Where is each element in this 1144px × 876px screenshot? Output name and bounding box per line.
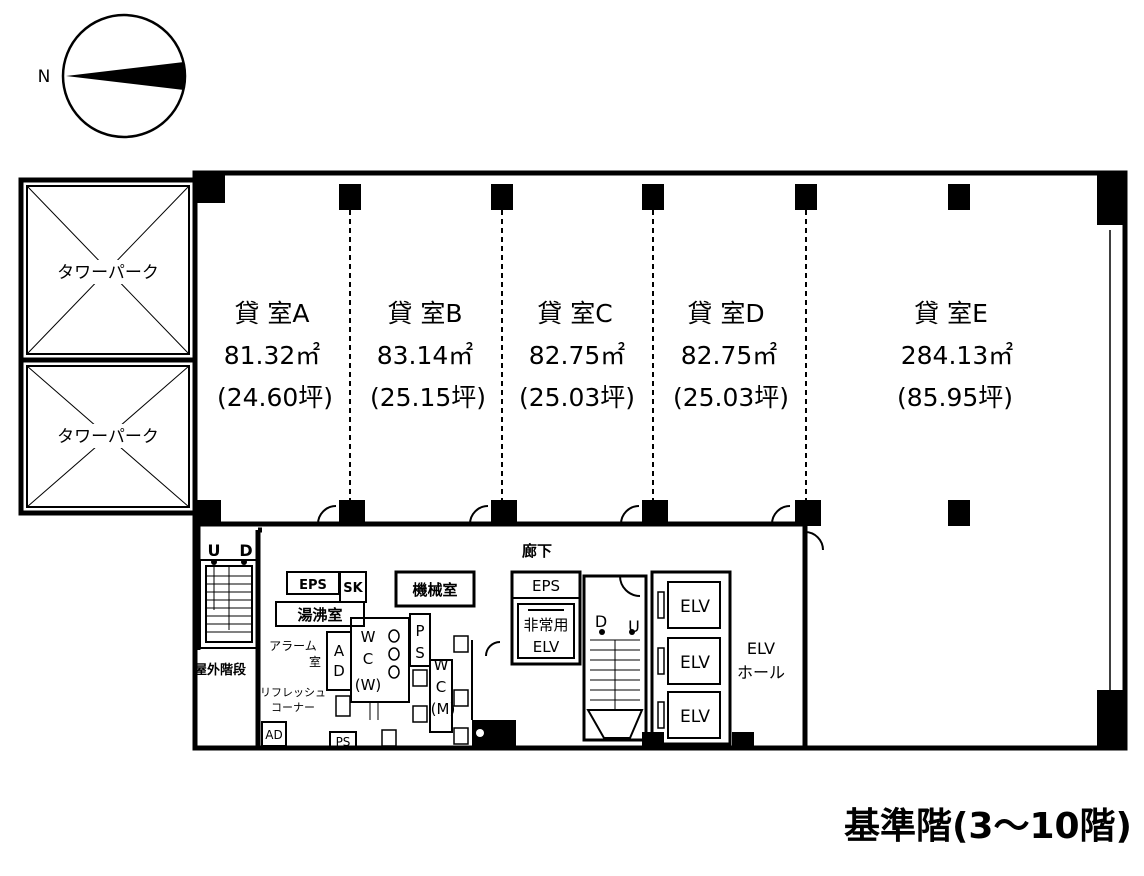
eps-left-label: EPS: [299, 578, 327, 593]
column: [795, 184, 817, 210]
tower-park-frame: [18, 177, 198, 516]
column: [948, 184, 970, 210]
inner-stairs: D U: [582, 574, 648, 742]
column: [642, 500, 668, 526]
room-d-area: 82.75㎡: [681, 341, 778, 370]
column: [948, 500, 970, 526]
ad-d-label: D: [333, 662, 345, 680]
alarm-room-label-2: 室: [309, 654, 321, 669]
ad-small-label: AD: [265, 728, 282, 742]
compass: N: [38, 13, 187, 139]
column: [195, 500, 221, 526]
doors: [317, 505, 824, 551]
column: [732, 732, 754, 748]
eps-center-label: EPS: [532, 577, 560, 595]
room-a-tsubo: (24.60坪): [217, 383, 333, 412]
room-b-name: 貸 室B: [387, 299, 462, 328]
column: [1097, 690, 1127, 748]
wc-w-label-3: (W): [355, 676, 382, 694]
outer-stairs: U D 屋外階段: [194, 541, 259, 678]
room-b: 貸 室B 83.14㎡ (25.15坪): [370, 299, 486, 412]
ad-a-label: A: [334, 642, 345, 660]
room-d-tsubo: (25.03坪): [673, 383, 789, 412]
room-d-name: 貸 室D: [687, 299, 764, 328]
outer-stairs-label: 屋外階段: [194, 662, 246, 678]
wc-m-label-1: W: [434, 656, 449, 674]
outer-stairs-down: D: [239, 541, 252, 560]
elevator-hall-label-2: ホール: [737, 663, 785, 682]
inner-stairs-up: U: [628, 617, 640, 636]
sk-label: SK: [343, 581, 363, 596]
elevators: ELV ELV ELV ELV ホール: [650, 570, 785, 746]
tower-park: タワーパーク タワーパーク: [18, 177, 198, 516]
room-partitions: [349, 210, 807, 500]
column: [795, 500, 821, 526]
floor-title: 基準階(3〜10階): [844, 806, 1132, 847]
room-e: 貸 室E 284.13㎡ (85.95坪): [897, 299, 1013, 412]
outer-stairs-up: U: [208, 541, 221, 560]
wc-m-label-2: C: [436, 678, 446, 696]
room-a-area: 81.32㎡: [224, 341, 321, 370]
column: [195, 173, 225, 203]
column: [1097, 173, 1127, 225]
room-a: 貸 室A 81.32㎡ (24.60坪): [217, 299, 333, 412]
column: [339, 184, 361, 210]
refresh-corner-label-1: リフレッシュ: [260, 686, 326, 699]
ps-s-label: S: [415, 644, 425, 662]
emergency-elv-label-1: 非常用: [523, 616, 568, 634]
room-e-name: 貸 室E: [914, 299, 988, 328]
wc-m-label-3: (M): [431, 700, 456, 718]
alarm-room-label-1: アラーム: [269, 639, 317, 653]
tower-park-lower-label: タワーパーク: [57, 427, 159, 447]
refresh-corner-label-2: コーナー: [271, 701, 315, 714]
column: [642, 184, 664, 210]
room-b-area: 83.14㎡: [377, 341, 474, 370]
column: [339, 500, 365, 526]
column: [491, 184, 513, 210]
rooms: 貸 室A 81.32㎡ (24.60坪) 貸 室B 83.14㎡ (25.15坪…: [217, 299, 1013, 412]
room-e-area: 284.13㎡: [901, 341, 1013, 370]
room-e-tsubo: (85.95坪): [897, 383, 1013, 412]
machine-room-label: 機械室: [412, 581, 457, 599]
columns: [195, 173, 1127, 748]
wc-w-label-2: C: [363, 650, 373, 668]
compass-needle-icon: [66, 62, 184, 90]
emergency-elv-label-2: ELV: [533, 638, 560, 656]
ps-small-label: PS: [336, 735, 351, 749]
elevator-car-1-label: ELV: [680, 597, 710, 617]
corridor-label: 廊下: [522, 542, 552, 560]
elevator-car-3-label: ELV: [680, 707, 710, 727]
service-core: EPS SK 湯沸室 機械室 アラーム 室 A D リフレッシュ コーナー AD…: [260, 570, 582, 749]
elevator-car-2-label: ELV: [680, 653, 710, 673]
room-c-tsubo: (25.03坪): [519, 383, 635, 412]
kitchenette-label: 湯沸室: [297, 606, 342, 624]
room-c-area: 82.75㎡: [529, 341, 626, 370]
room-c-name: 貸 室C: [537, 299, 612, 328]
ps-p-label: P: [415, 622, 424, 640]
room-c: 貸 室C 82.75㎡ (25.03坪): [519, 299, 635, 412]
elevator-hall-label-1: ELV: [747, 639, 775, 658]
column: [491, 500, 517, 526]
room-a-name: 貸 室A: [234, 299, 309, 328]
room-d: 貸 室D 82.75㎡ (25.03坪): [673, 299, 789, 412]
inner-stairs-down: D: [595, 612, 607, 631]
tower-park-upper-label: タワーパーク: [57, 263, 159, 283]
north-label: N: [38, 67, 51, 87]
wc-w-label-1: W: [361, 628, 376, 646]
room-b-tsubo: (25.15坪): [370, 383, 486, 412]
